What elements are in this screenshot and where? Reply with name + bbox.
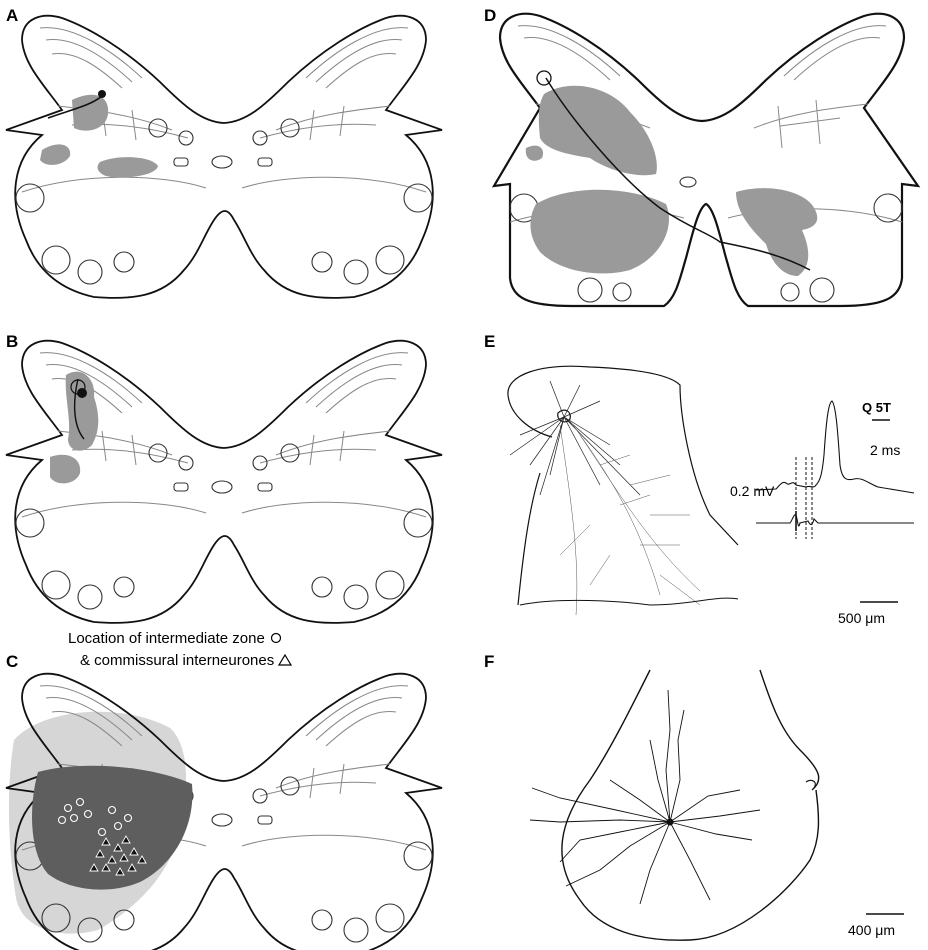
section-outline	[508, 366, 738, 545]
panel-f-reconstruction	[520, 670, 840, 945]
intracellular-trace	[756, 401, 914, 493]
panel-c-cord-section	[2, 668, 448, 950]
projection-area-dorsal	[539, 86, 657, 175]
length-scale-bar-e	[860, 600, 900, 604]
recording-site-marker	[537, 71, 551, 85]
projection-area-ventral-ipsi	[530, 190, 669, 274]
length-scale-bar-f	[866, 912, 906, 916]
axon-collaterals	[560, 421, 700, 615]
length-scale-label-f: 400 μm	[848, 922, 895, 938]
projection-area-lateral	[40, 144, 70, 165]
legend-text-commissural: & commissural interneurones	[80, 652, 274, 669]
panel-e-reconstruction	[500, 355, 750, 625]
neuron-dendrites	[510, 381, 640, 495]
ventral-outline	[520, 598, 738, 605]
panel-label-f: F	[484, 652, 494, 672]
panel-a-cord-section	[2, 10, 448, 310]
legend-text-intermediate: Location of intermediate zone	[68, 630, 265, 647]
neuron-soma-f	[667, 819, 674, 826]
projection-area-small	[526, 146, 543, 161]
recording-traces	[756, 395, 918, 550]
legend-line-intermediate-zone: Location of intermediate zone	[68, 630, 283, 647]
recorded-neuron-soma	[98, 90, 106, 98]
projection-area-intermediate	[98, 157, 158, 177]
neuron-dendrites-f	[530, 690, 760, 904]
panel-b-cord-section	[2, 335, 448, 635]
section-outline-left	[562, 670, 819, 940]
length-scale-label-e: 500 μm	[838, 610, 885, 626]
section-outline-right	[760, 670, 819, 790]
projection-area-dorsal	[72, 95, 108, 131]
panel-d-cord-section	[480, 8, 926, 314]
panel-label-e: E	[484, 332, 495, 352]
extracellular-trace	[756, 515, 914, 526]
timing-markers	[796, 457, 812, 539]
dark-gray-zone	[32, 766, 192, 890]
legend-line-commissural: & commissural interneurones	[80, 652, 292, 669]
projection-area-lateral	[50, 455, 80, 484]
projection-area-ventral-contra	[736, 188, 817, 276]
circle-symbol-icon	[269, 632, 283, 644]
triangle-symbol-icon	[278, 654, 292, 666]
projection-area-dorsal-horn	[66, 372, 99, 451]
